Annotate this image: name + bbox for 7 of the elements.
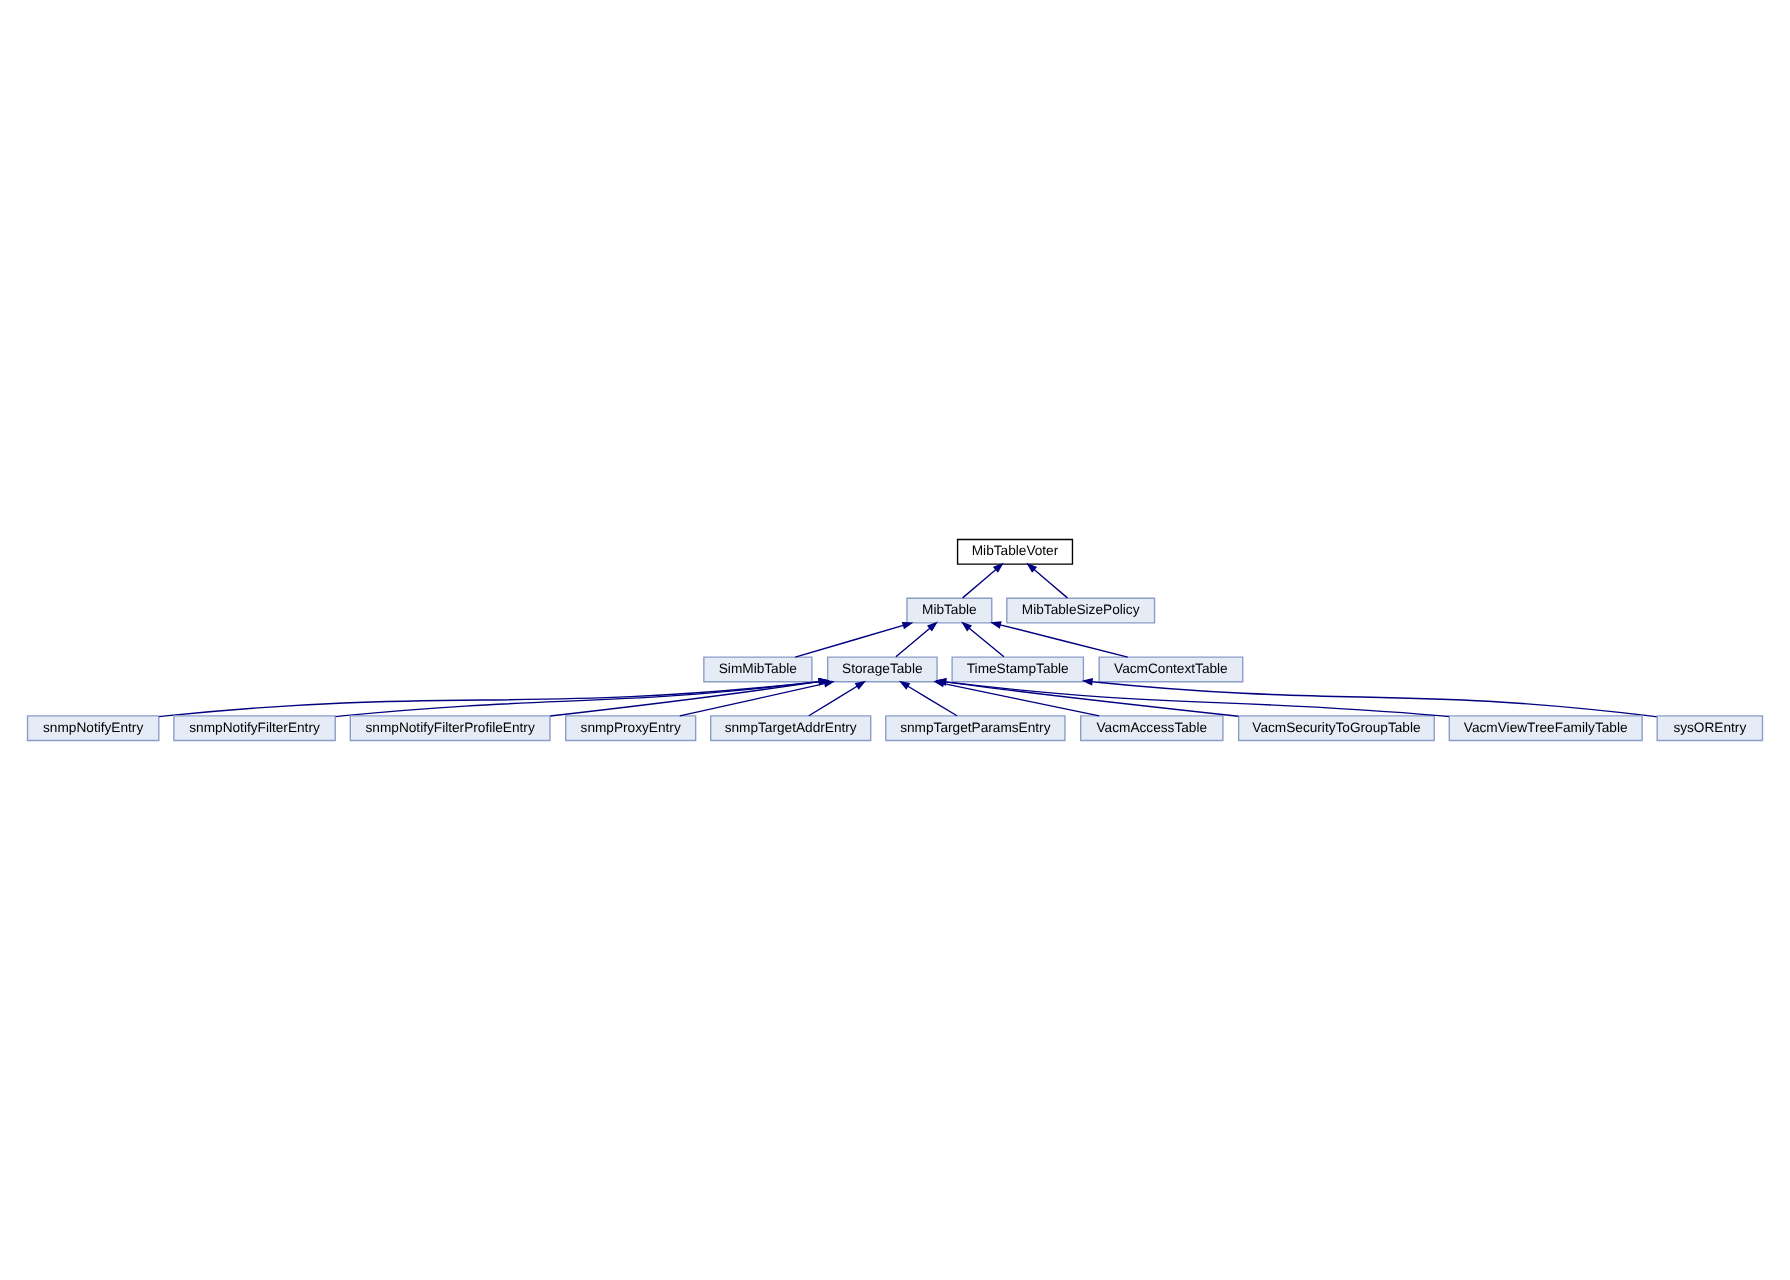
arrow	[990, 621, 1129, 658]
arrow	[1081, 677, 1658, 718]
arrow	[1026, 562, 1069, 599]
arrow	[961, 562, 1004, 599]
arrow	[895, 621, 938, 658]
arrow	[961, 621, 1005, 658]
arrow	[794, 621, 914, 658]
